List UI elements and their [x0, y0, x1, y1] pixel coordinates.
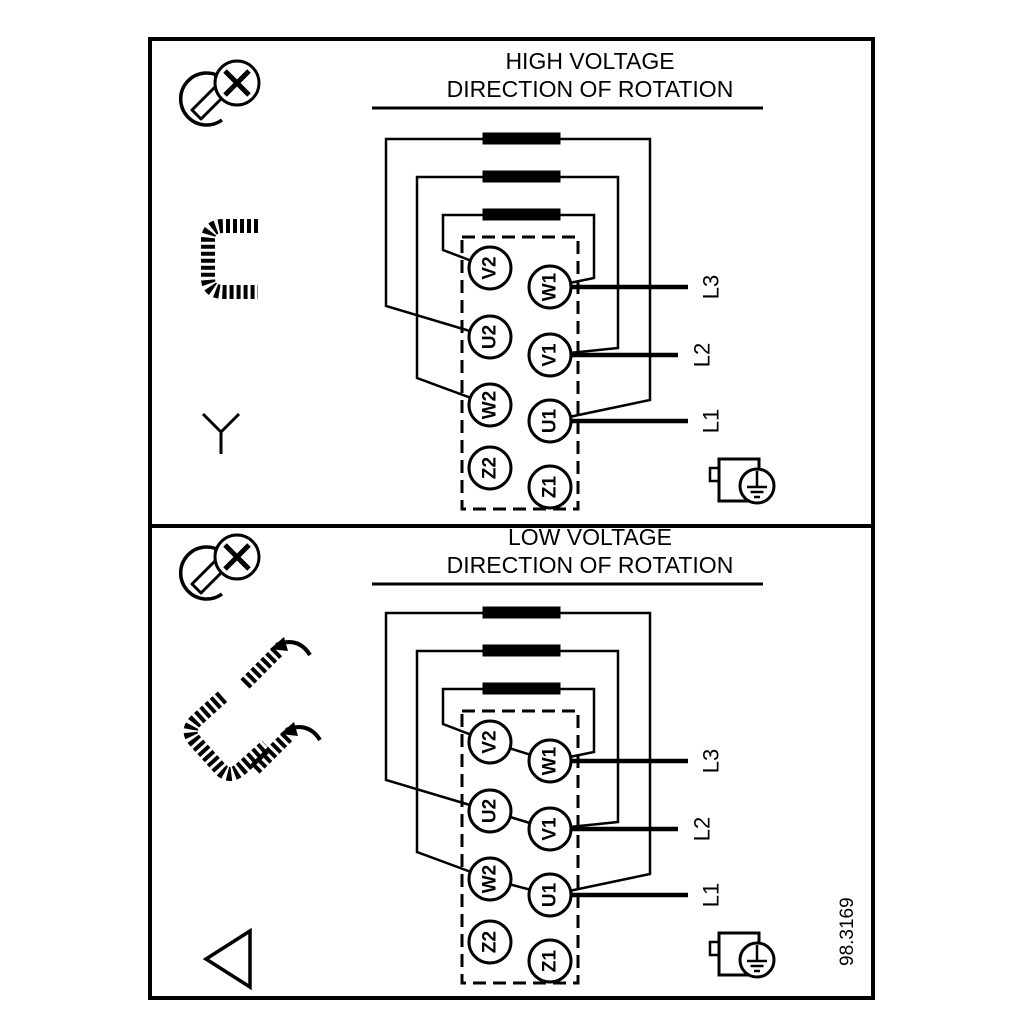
section-title-line1: HIGH VOLTAGE	[505, 48, 674, 74]
section-title-line1: LOW VOLTAGE	[508, 524, 672, 550]
jumper-links-move-icon	[183, 691, 272, 781]
terminal-label-w2: W2	[480, 865, 501, 894]
low-voltage-section: LOW VOLTAGE DIRECTION OF ROTATION V2 U2 …	[181, 524, 776, 991]
star-connection-icon	[201, 412, 241, 454]
diagram-border	[148, 37, 875, 1000]
terminal-label-v1: V1	[540, 817, 561, 841]
terminal-label-u1: U1	[540, 408, 561, 433]
terminal-label-w2: W2	[480, 391, 501, 420]
terminal-label-z1: Z1	[540, 475, 561, 498]
terminal-row-link	[509, 747, 531, 756]
terminal-label-z1: Z1	[540, 949, 561, 972]
supply-label-l2: L2	[690, 817, 715, 841]
terminal-row-link	[509, 883, 531, 891]
section-title-line2: DIRECTION OF ROTATION	[447, 552, 734, 578]
move-arrow-head	[280, 722, 298, 736]
terminal-label-v2: V2	[480, 730, 501, 753]
supply-label-l1: L1	[699, 409, 724, 433]
terminal-label-z2: Z2	[480, 457, 501, 479]
figure-number: 98.3169	[837, 897, 858, 966]
high-voltage-section: HIGH VOLTAGE DIRECTION OF ROTATION V2 U2…	[181, 48, 776, 511]
terminal-label-u2: U2	[480, 799, 501, 823]
move-arrow-head	[270, 637, 288, 651]
terminal-label-z2: Z2	[480, 931, 501, 953]
section-title-line2: DIRECTION OF ROTATION	[447, 76, 734, 102]
jumper-link-icon	[201, 219, 258, 299]
supply-label-l3: L3	[699, 275, 724, 299]
terminal-row-link	[509, 815, 531, 825]
terminal-label-v1: V1	[540, 343, 561, 367]
delta-connection-icon	[202, 927, 252, 991]
terminal-label-v2: V2	[480, 256, 501, 279]
terminal-label-u2: U2	[480, 325, 501, 349]
supply-label-l1: L1	[699, 883, 724, 907]
terminal-label-w1: W1	[540, 272, 561, 301]
supply-label-l2: L2	[690, 343, 715, 367]
terminal-label-u1: U1	[540, 882, 561, 907]
loose-link-bar	[240, 646, 283, 689]
terminal-label-w1: W1	[540, 746, 561, 775]
loose-link-bar	[250, 731, 293, 774]
supply-label-l3: L3	[699, 749, 724, 773]
